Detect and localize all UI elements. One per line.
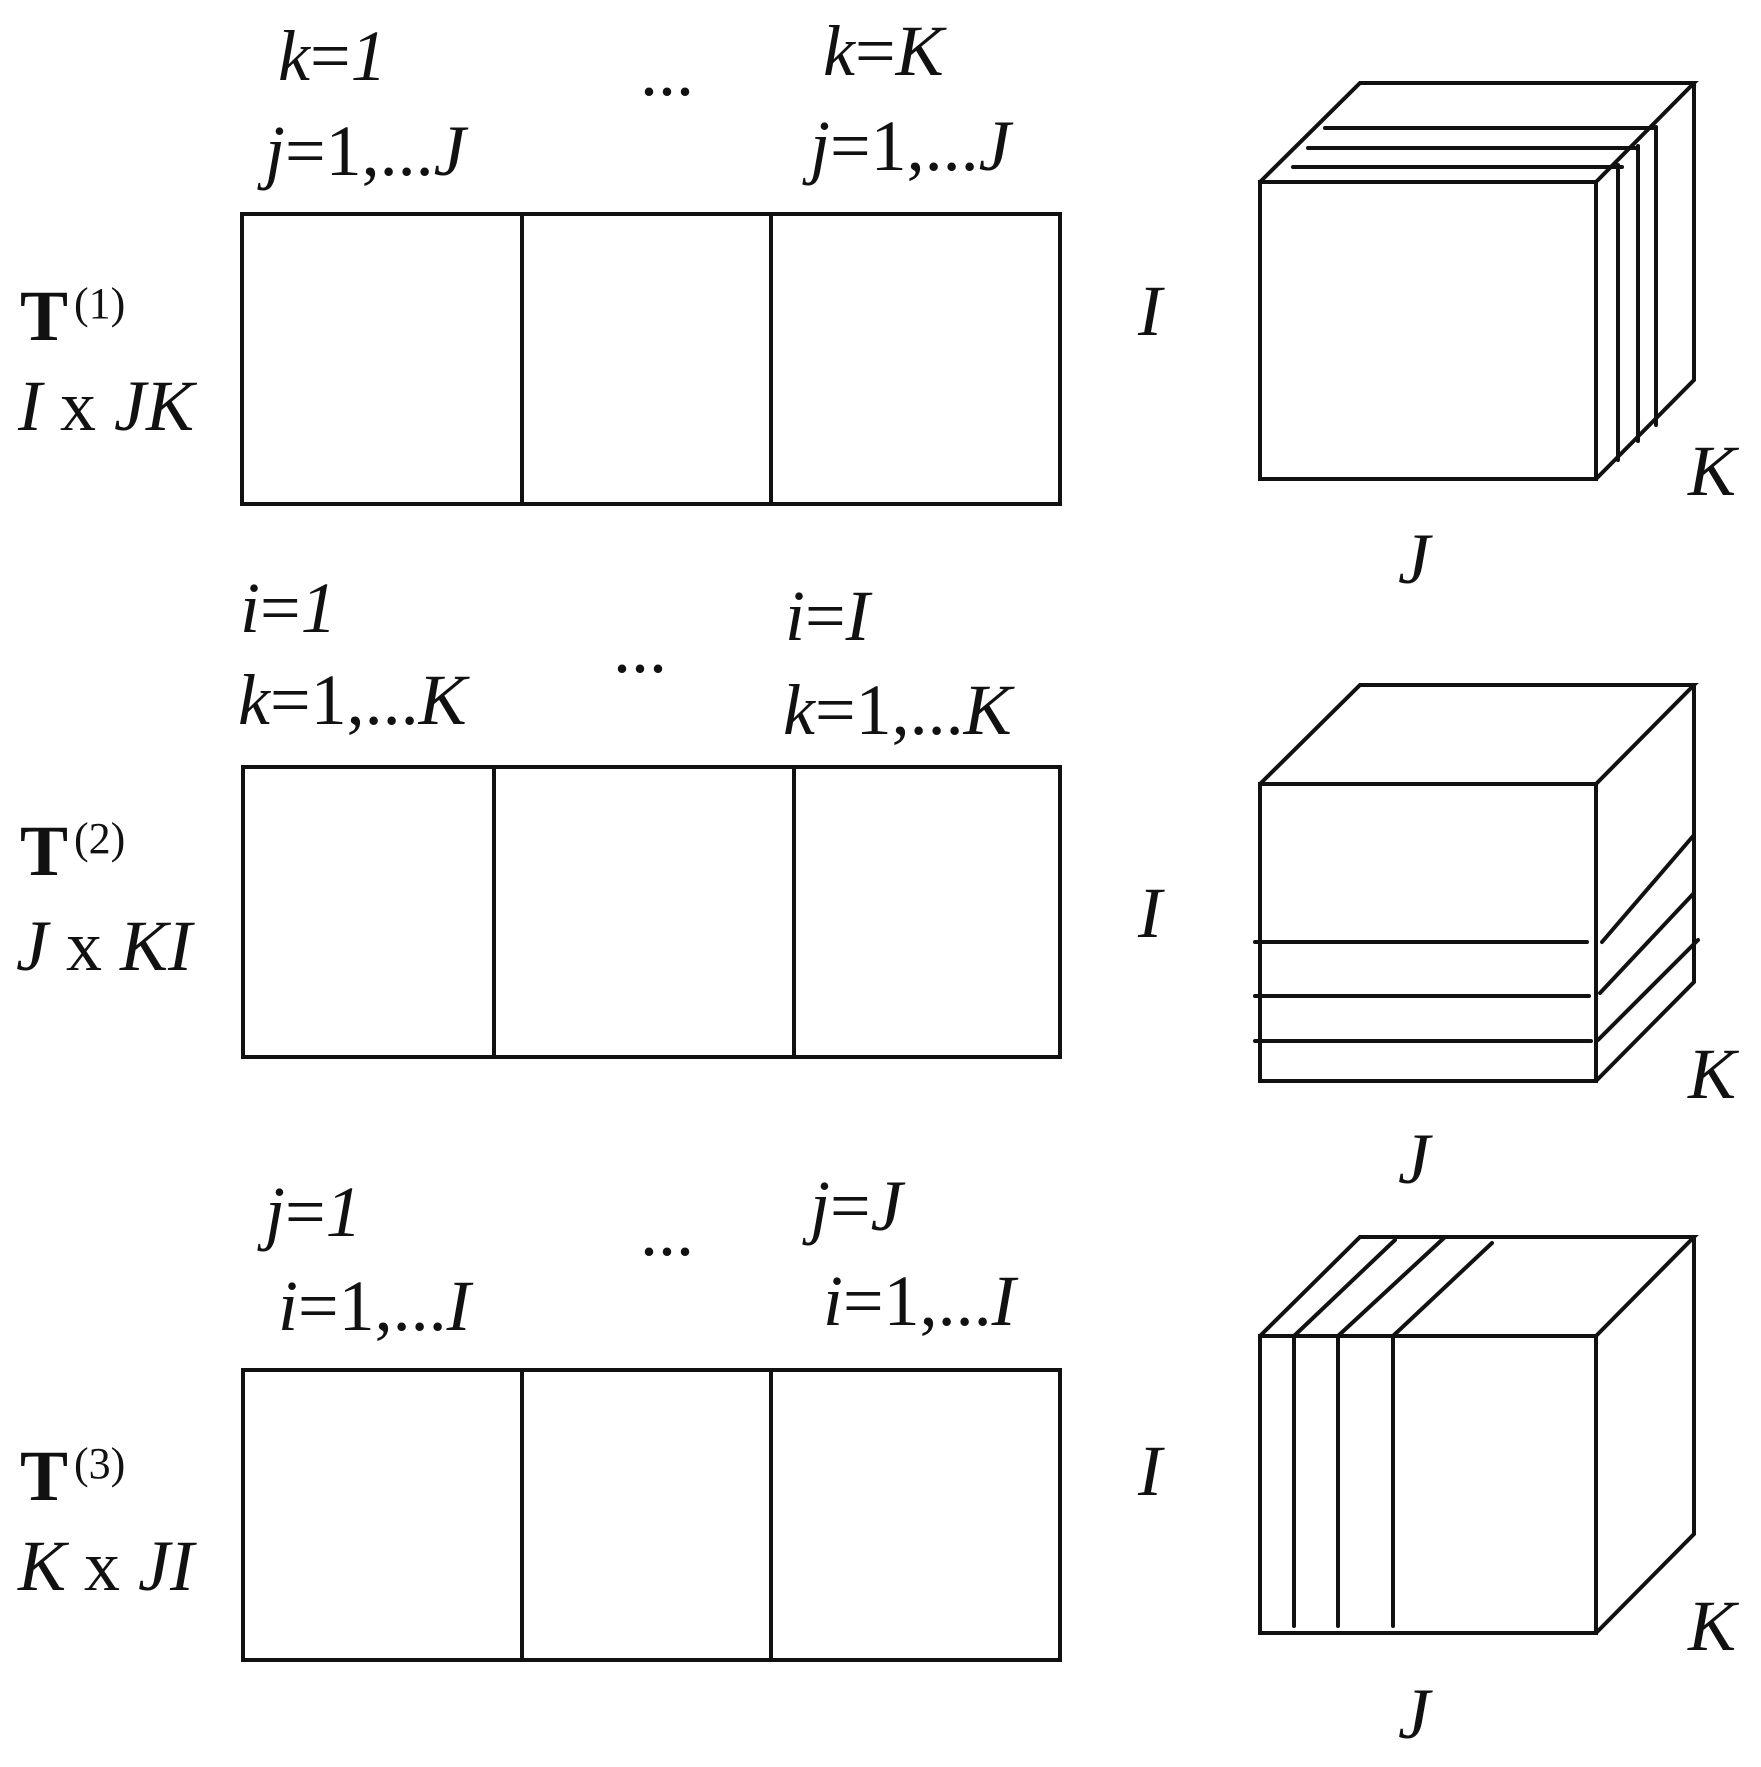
slice-line (1292, 1238, 1397, 1338)
row-1-cube-width-label: J (1398, 519, 1433, 599)
slice-line (1336, 1235, 1447, 1338)
row-2-cube-width-label: J (1398, 1119, 1433, 1199)
row-2-left-index: i=1 (240, 568, 337, 648)
row-2-cube-height-label: I (1137, 873, 1165, 953)
row-1-left-range: j=1,...J (257, 111, 469, 191)
row-3-left-range: i=1,...I (278, 1266, 474, 1346)
cube-side-face (1594, 81, 1696, 481)
row-3-cube-width-label: J (1398, 1674, 1433, 1754)
row-3-matrix-index: (3) (74, 1439, 125, 1488)
row-3-matrix-dims: K x JI (17, 1526, 197, 1606)
row-3-right-index: j=J (802, 1166, 906, 1246)
row-3-matrix-rect (241, 1368, 1062, 1662)
slice-line (1598, 891, 1696, 995)
cube-top-face (1258, 1235, 1699, 1338)
row-1-right-index: k=K (823, 11, 948, 91)
row-2-matrix-index: (2) (74, 814, 125, 863)
row-1-matrix-dims: I x JK (17, 366, 198, 446)
slice-line (1391, 1241, 1494, 1338)
row-2-matrix-dims: J x KI (16, 906, 195, 986)
row-3-ellipsis: ... (640, 1191, 694, 1271)
cube-front-face (1258, 180, 1598, 481)
row-3-mode-3-unfolding: j=1 i=1,...I ... j=J i=1,...I T (3) K x … (17, 1166, 1740, 1754)
row-3-right-range: i=1,...I (823, 1261, 1019, 1341)
cube-side-face (1594, 1235, 1696, 1635)
row-3-matrix-symbol: T (20, 1436, 68, 1516)
cube-top-face (1258, 683, 1699, 786)
row-2-left-range: k=1,...K (238, 660, 471, 740)
row-3-cube-depth-label: K (1687, 1586, 1740, 1666)
row-3-cube-height-label: I (1137, 1431, 1165, 1511)
row-1-matrix-rect (240, 212, 1062, 506)
slice-line (1596, 938, 1700, 1042)
row-1-ellipsis: ... (640, 31, 694, 111)
row-2-matrix-rect (241, 765, 1062, 1059)
cube-front-face (1258, 1334, 1598, 1635)
row-1-matrix-symbol: T (20, 276, 68, 356)
row-2-right-index: i=I (785, 576, 873, 656)
row-3-cube (1258, 1235, 1699, 1635)
cube-front-face (1258, 782, 1598, 1083)
row-1-right-range: j=1,...J (802, 106, 1014, 186)
row-2-right-range: k=1,...K (783, 670, 1016, 750)
row-1-left-index: k=1 (278, 16, 387, 96)
slice-line (1600, 833, 1696, 944)
row-1-matrix-index: (1) (74, 279, 125, 328)
cube-top-face (1258, 81, 1699, 184)
row-2-ellipsis: ... (613, 608, 667, 688)
row-1-cube (1258, 81, 1699, 481)
row-2-cube-depth-label: K (1687, 1034, 1740, 1114)
row-2-mode-2-unfolding: i=1 k=1,...K ... i=I k=1,...K T (2) J x … (16, 568, 1740, 1199)
row-1-mode-1-unfolding: k=1 j=1,...J ... k=K j=1,...J T (1) I x … (17, 11, 1740, 599)
row-3-left-index: j=1 (257, 1172, 362, 1252)
row-1-cube-height-label: I (1137, 271, 1165, 351)
row-1-cube-depth-label: K (1687, 431, 1740, 511)
row-2-matrix-symbol: T (20, 811, 68, 891)
row-2-cube (1253, 683, 1700, 1083)
cube-side-face (1594, 683, 1696, 1083)
